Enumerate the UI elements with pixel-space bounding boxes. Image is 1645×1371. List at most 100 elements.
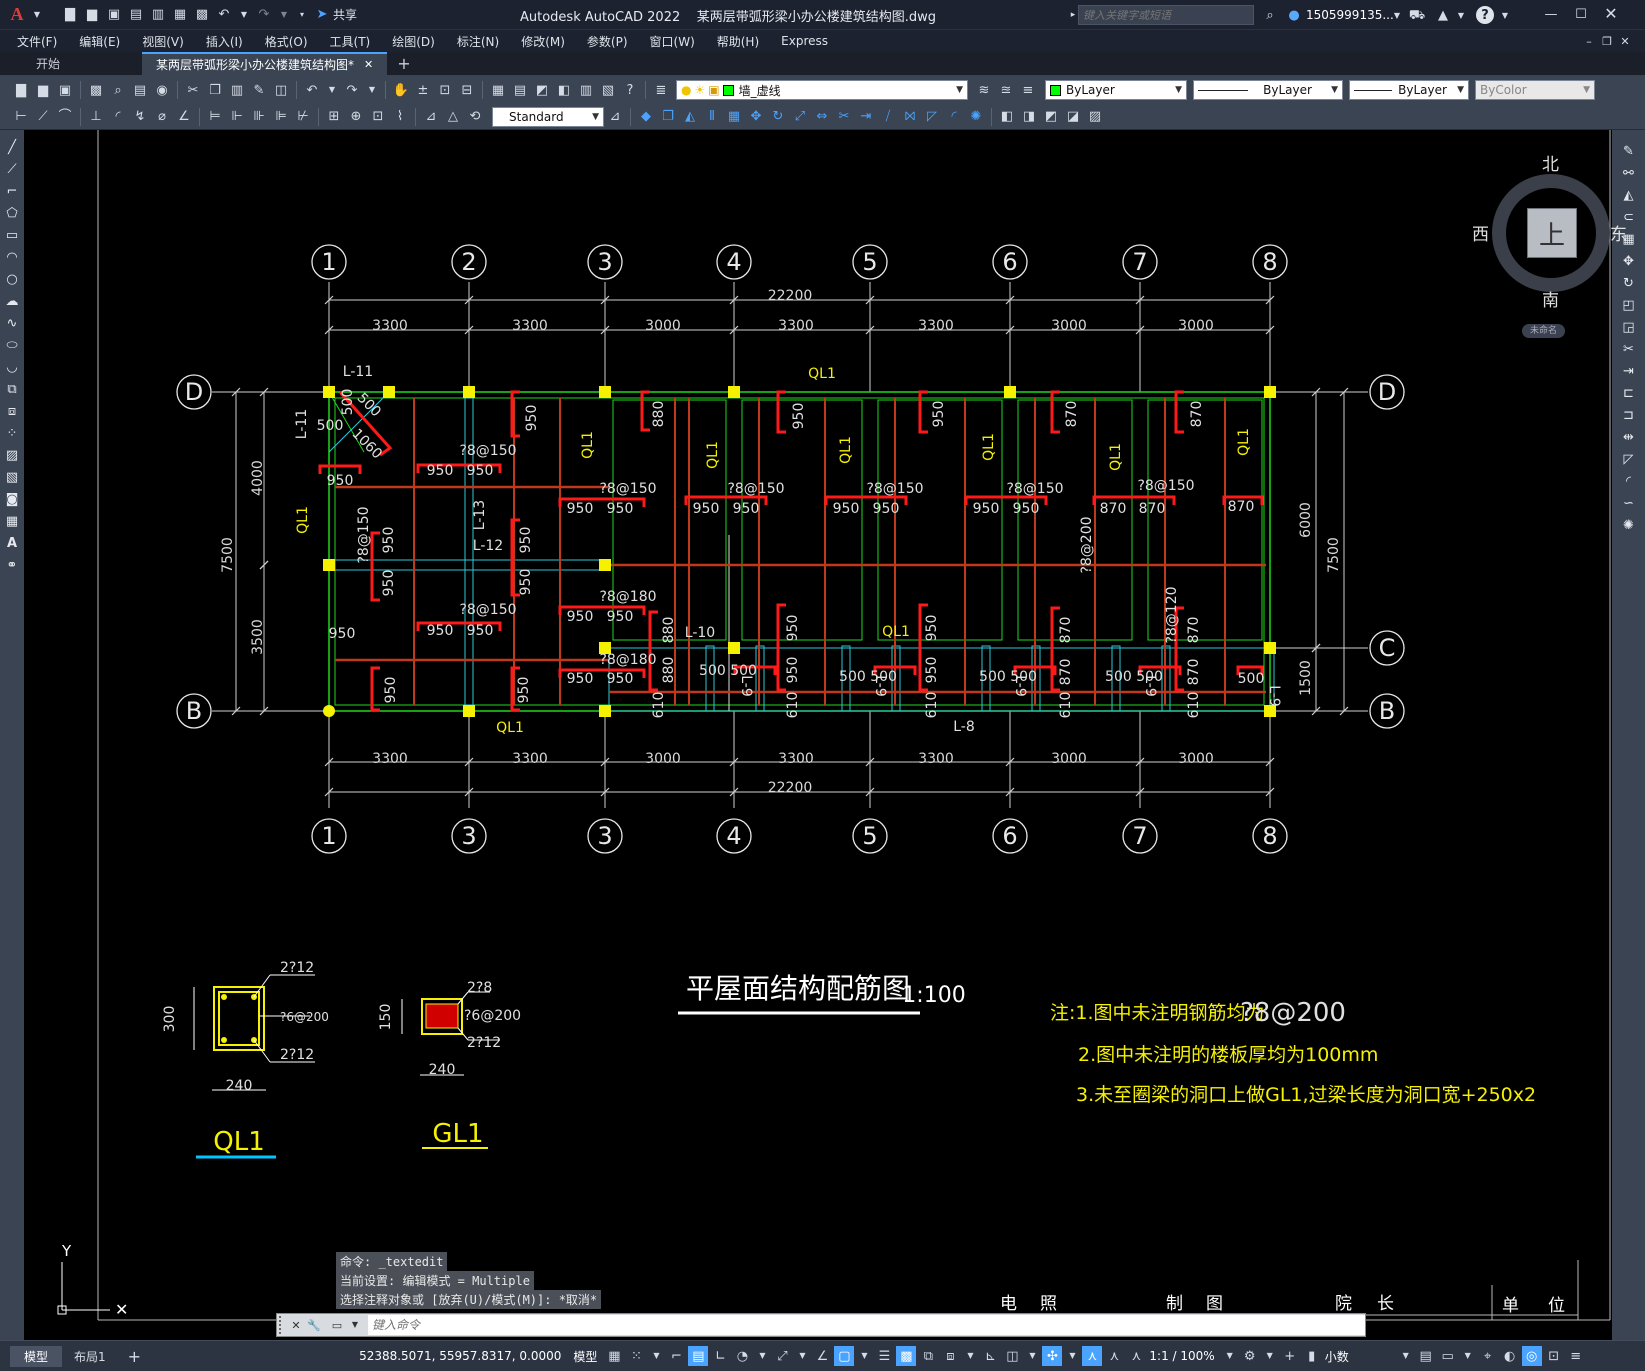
undo-icon[interactable]: ↶: [218, 7, 230, 22]
status-menu-icon[interactable]: ≡: [1570, 1348, 1582, 1364]
dim-baseline-icon[interactable]: ⊩: [231, 109, 243, 124]
doc-restore-icon[interactable]: ❐: [1602, 34, 1612, 48]
coordinates[interactable]: 52388.5071, 55957.8317, 0.0000: [359, 1349, 562, 1363]
menu-modify[interactable]: 修改(M): [521, 34, 565, 49]
dim-update-icon[interactable]: ⟲: [469, 109, 481, 124]
copy-right-icon[interactable]: ⚯: [1623, 165, 1634, 181]
send-back-icon[interactable]: ◩: [1044, 109, 1058, 124]
transparency-icon[interactable]: ▩: [896, 1346, 917, 1366]
quick-dim-icon[interactable]: ⊨: [209, 109, 221, 124]
lineweight-icon[interactable]: ☰: [878, 1348, 891, 1364]
save-as-icon[interactable]: ▤: [129, 7, 143, 22]
point-icon[interactable]: ⁘: [6, 425, 18, 441]
3d-osnap-icon[interactable]: ⧈: [946, 1348, 955, 1364]
join-right-icon[interactable]: ⇹: [1623, 429, 1634, 445]
grid-icon[interactable]: ▦: [608, 1348, 621, 1364]
match-properties-icon[interactable]: ✎: [253, 82, 265, 98]
make-current-icon[interactable]: ≊: [1000, 82, 1012, 98]
move-right-icon[interactable]: ✥: [1623, 253, 1634, 269]
menu-tools[interactable]: 工具(T): [329, 34, 371, 49]
calculator-icon[interactable]: ▧: [601, 82, 615, 98]
annotation-visibility-icon[interactable]: ⋏: [1082, 1346, 1103, 1366]
menu-format[interactable]: 格式(O): [264, 34, 308, 49]
qat-customize-icon[interactable]: ▾: [299, 9, 304, 19]
dimedit-icon[interactable]: ⊿: [425, 109, 437, 124]
menu-window[interactable]: 窗口(W): [649, 34, 695, 49]
chamfer-icon[interactable]: ◸: [927, 109, 937, 124]
menu-file[interactable]: 文件(F): [17, 34, 58, 49]
snap-chevron-icon[interactable]: ▼: [653, 1351, 660, 1360]
a360-chevron-icon[interactable]: ▼: [1457, 11, 1465, 20]
dim-aligned-icon[interactable]: ⟋: [38, 109, 48, 124]
user-chevron-icon[interactable]: ▼: [1393, 11, 1401, 20]
menu-parametric[interactable]: 参数(P): [586, 34, 628, 49]
offset-right-icon[interactable]: ⊂: [1623, 209, 1634, 225]
break-right-icon[interactable]: ⊐: [1623, 407, 1634, 423]
save-web-icon[interactable]: ▦: [173, 7, 187, 22]
properties-icon[interactable]: ▦: [491, 82, 505, 98]
cart-icon[interactable]: ⛟: [1408, 7, 1426, 23]
pan-icon[interactable]: ✋: [392, 82, 410, 98]
bring-front-icon[interactable]: ◨: [1022, 109, 1036, 124]
fillet-icon[interactable]: ◜: [951, 109, 957, 124]
lock-ui-icon[interactable]: ▭: [1441, 1348, 1454, 1364]
infer-constraints-icon[interactable]: ⌐: [670, 1348, 682, 1364]
scale-chevron-icon[interactable]: ▼: [1226, 1351, 1233, 1360]
viewcube-west[interactable]: 西: [1472, 225, 1489, 245]
open-icon[interactable]: ▆: [38, 82, 48, 98]
redo-toolbar-icon[interactable]: ↷: [346, 82, 358, 98]
new-file-icon[interactable]: ▇: [65, 7, 75, 22]
mirror-icon[interactable]: ◭: [685, 109, 695, 124]
dim-linear-icon[interactable]: ⊢: [15, 109, 27, 124]
command-recent-chevron-icon[interactable]: ▼: [351, 1320, 359, 1329]
preview-icon[interactable]: ⌕: [114, 82, 122, 98]
annotation-monitor-icon[interactable]: +: [1284, 1348, 1296, 1364]
object-snap-tracking-icon[interactable]: ∠: [816, 1348, 829, 1364]
viewcube[interactable]: 上 北 南 东 西 未命名: [1468, 150, 1632, 338]
clean-screen-icon[interactable]: ◎: [1521, 1346, 1542, 1366]
help-chevron-icon[interactable]: ▼: [1501, 11, 1509, 20]
dimtedit-icon[interactable]: △: [448, 109, 458, 124]
color-dropdown[interactable]: ByLayer ▼: [1045, 80, 1187, 100]
offset-icon[interactable]: ⫴: [709, 109, 715, 124]
dim-radius-icon[interactable]: ◜: [115, 109, 121, 124]
wcs-menu[interactable]: 未命名: [1522, 324, 1566, 338]
mirror-right-icon[interactable]: ◭: [1623, 187, 1634, 203]
polyline-icon[interactable]: ⌐: [6, 183, 18, 199]
add-selected-icon[interactable]: ⚭: [6, 557, 18, 573]
new-tab-button[interactable]: +: [397, 54, 411, 73]
layer-on-bulb-icon[interactable]: ●: [681, 83, 692, 97]
scale-icon[interactable]: ⤢: [794, 109, 806, 124]
dim-angular-icon[interactable]: ∠: [178, 109, 190, 124]
publish-icon[interactable]: ▤: [133, 82, 147, 98]
undo-toolbar-icon[interactable]: ↶: [306, 82, 318, 98]
autodesk-a360-icon[interactable]: ▲: [1438, 7, 1448, 23]
hatch-back-icon[interactable]: ▨: [1088, 109, 1102, 124]
filter-chevron-icon[interactable]: ▼: [1029, 1351, 1036, 1360]
graphics-performance-icon[interactable]: ◐: [1504, 1348, 1516, 1364]
make-block-icon[interactable]: ⧈: [7, 403, 17, 419]
break-point-icon[interactable]: ⊏: [1623, 385, 1634, 401]
rotate-right-icon[interactable]: ↻: [1623, 275, 1634, 291]
erase-brush-icon[interactable]: ✎: [1623, 143, 1634, 159]
workspace-chevron-icon[interactable]: ▼: [1266, 1351, 1273, 1360]
app-menu-chevron-icon[interactable]: ▼: [33, 9, 41, 19]
menu-draw[interactable]: 绘图(D): [392, 34, 435, 49]
3dosnap-chevron-icon[interactable]: ▼: [967, 1351, 974, 1360]
user-icon[interactable]: ●: [1288, 7, 1300, 23]
menu-help[interactable]: 帮助(H): [716, 34, 760, 49]
insert-block-icon[interactable]: ⧉: [7, 381, 17, 397]
dynamic-ucs-icon[interactable]: ⊾: [984, 1348, 996, 1364]
auto-scale-icon[interactable]: ⋏: [1109, 1348, 1120, 1364]
region-icon[interactable]: ◙: [5, 491, 19, 507]
table-icon[interactable]: ▦: [5, 513, 19, 529]
help-icon[interactable]: ?: [1476, 6, 1494, 24]
jogged-linear-icon[interactable]: ⌇: [396, 109, 404, 124]
explode-icon[interactable]: ✺: [970, 109, 982, 124]
command-input[interactable]: [368, 1315, 1365, 1335]
print-icon[interactable]: ▩: [195, 7, 209, 22]
rotate-icon[interactable]: ↻: [772, 109, 784, 124]
save-toolbar-icon[interactable]: ▣: [58, 82, 72, 98]
menu-insert[interactable]: 插入(I): [205, 34, 243, 49]
